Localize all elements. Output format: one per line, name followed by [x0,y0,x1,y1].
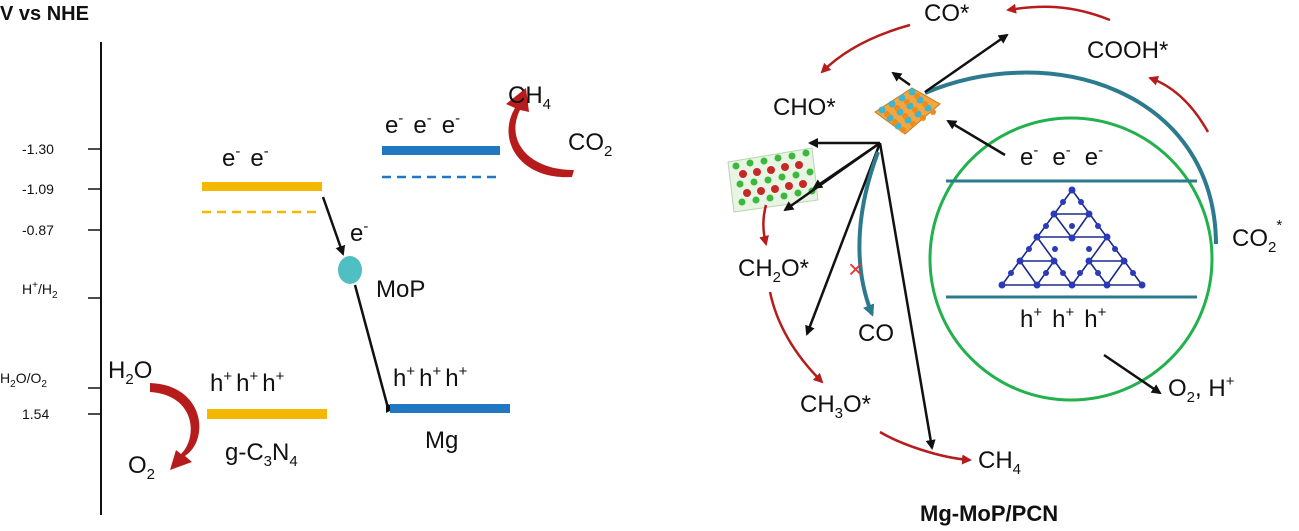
co-label: CO [858,320,894,347]
figure-caption: Mg-MoP/PCN [920,501,1058,526]
co2-label: CO2 [568,129,612,160]
o2-label: O2 [128,452,155,483]
gcn-hole-label: h+h+h+ [210,368,285,397]
h2o-to-o2-arrow [150,383,200,470]
co-desorption-arrow [857,151,880,317]
mop-particle [338,256,362,284]
tick-label-h2o-o2: H2O/O2 [0,370,47,390]
pcn-electron-label: e-e-e- [1020,142,1103,171]
tick-label: -1.09 [22,181,54,197]
co2-star-label: CO2* [1232,217,1282,256]
mop-to-mg-line [353,284,390,409]
gcn-valence-band [207,409,327,419]
mg-valence-band [390,404,510,413]
mop-hub-arrows [783,33,1162,450]
ch4-label: CH4 [508,82,551,113]
tick-label-h-h2: H+/H2 [22,280,58,301]
mg-hole-label: h+h+h+ [393,363,468,392]
co-star-label: CO* [924,0,969,27]
o2-h-label: O2, H+ [1168,373,1235,406]
cho-star-label: CHO* [773,94,836,121]
electron-transfer-arrow [321,196,346,256]
reaction-cycle-arrows [759,3,1210,465]
ch3o-star-label: CH3O* [800,391,871,422]
tick-label: -0.87 [22,222,54,238]
blocked-path-mark: × [848,254,863,284]
cooh-star-label: COOH* [1087,37,1168,64]
ch4-product-label: CH4 [978,447,1021,478]
co2-to-ch4-arrow [506,88,574,178]
h2o-label: H2O [108,357,152,388]
pcn-hole-label: h+h+h+ [1020,304,1107,333]
co2-adsorption-arc [924,70,1218,245]
gcn-conduction-band [202,182,322,191]
pcn-atoms [998,186,1146,289]
tick-label: -1.30 [22,141,54,157]
gcn-electron-label: e-e- [222,143,269,172]
axis-title: V vs NHE [0,3,89,25]
mop-crystal-graphic [874,87,941,135]
ch2o-star-label: CH2O* [738,255,809,286]
mg-name: Mg [425,427,458,454]
mg-conduction-band [382,146,500,155]
mop-electron-label: e- [350,218,368,247]
mg-electron-label: e-e-e- [385,110,460,139]
tick-label: 1.54 [22,406,49,422]
axis-ticks [88,148,101,415]
mg-crystal-graphic [727,147,819,213]
pcn-particle-circle [928,116,1214,402]
mop-label: MoP [376,276,425,303]
gcn-name: g-C3N4 [225,439,298,470]
